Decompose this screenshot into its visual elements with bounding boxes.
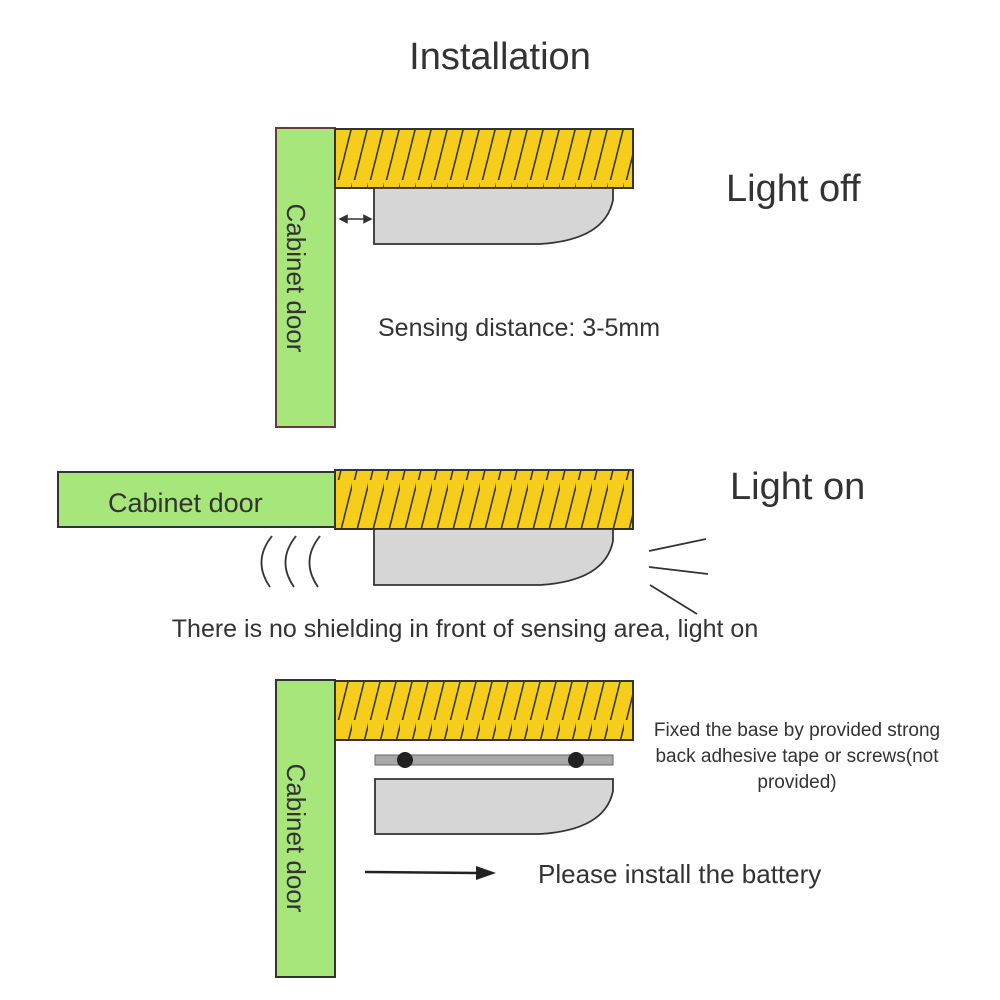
screw-icon: [568, 752, 584, 768]
sensing-gap-arrow: [338, 214, 373, 224]
cabinet-shelf: [334, 680, 634, 741]
cabinet-shelf: [334, 128, 634, 189]
screw-icon: [397, 752, 413, 768]
cabinet-door-open: [57, 471, 336, 528]
sensing-distance-note: Sensing distance: 3-5mm: [378, 314, 661, 342]
no-shielding-note: There is no shielding in front of sensin…: [171, 615, 759, 643]
sensor-light-bar: [373, 528, 614, 586]
light-rays-icon: [648, 538, 709, 615]
scene-base-mounting: [275, 679, 634, 978]
page-title: Installation: [409, 36, 591, 78]
cabinet-shelf: [334, 469, 634, 530]
cabinet-door-closed: [275, 679, 336, 978]
light-off-label: Light off: [726, 168, 861, 210]
battery-note: Please install the battery: [538, 859, 822, 889]
scene-light-off: [275, 127, 634, 428]
slide-in-arrow: [364, 866, 496, 880]
scene-light-on: [57, 469, 709, 615]
sensor-light-bar: [374, 778, 614, 835]
cabinet-door-label: Cabinet door: [281, 763, 311, 913]
fix-base-note: Fixed the base by provided strong back a…: [653, 720, 941, 793]
sensing-waves-icon: [260, 535, 321, 588]
sensor-light-bar: [373, 187, 614, 245]
cabinet-door-label: Cabinet door: [108, 488, 263, 518]
cabinet-door-closed: [275, 127, 336, 428]
cabinet-door-label: Cabinet door: [281, 203, 311, 353]
light-on-label: Light on: [730, 466, 866, 508]
mounting-base-rail: [374, 754, 614, 766]
